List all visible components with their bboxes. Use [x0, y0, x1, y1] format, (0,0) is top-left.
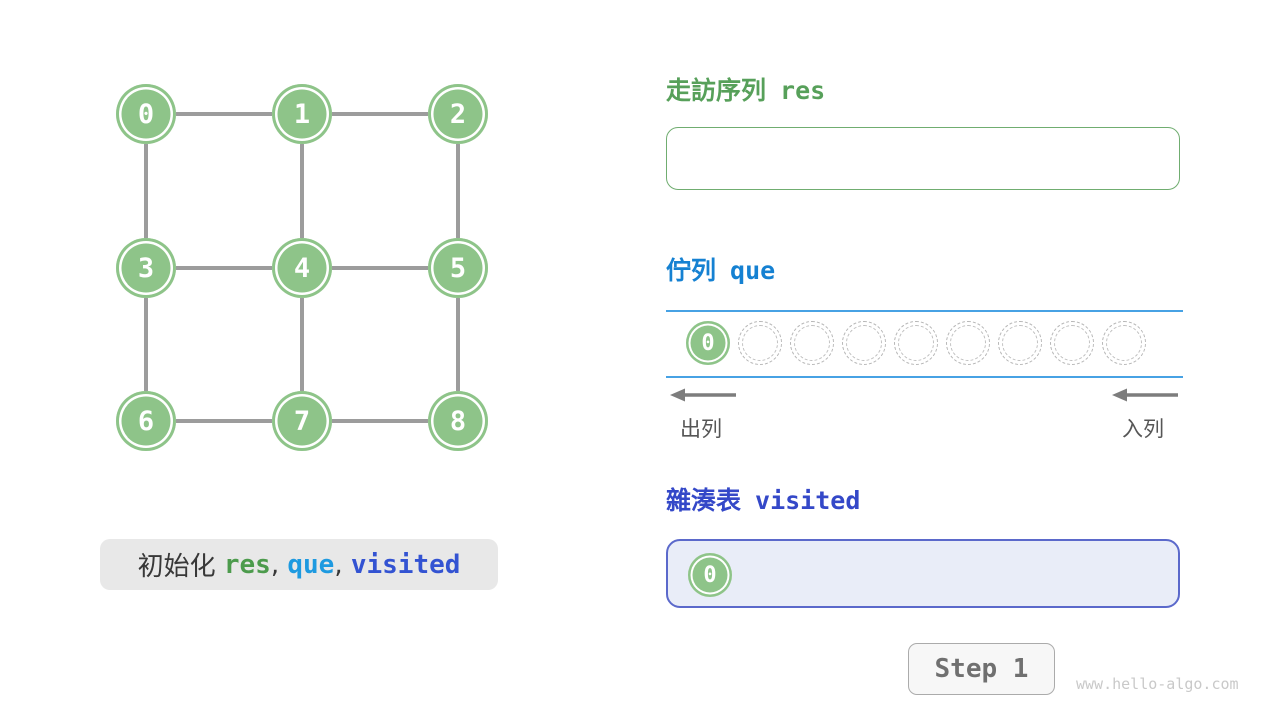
- graph-edge: [300, 268, 304, 421]
- graph-edge: [302, 112, 458, 116]
- graph-edge: [456, 268, 460, 421]
- graph-edge: [302, 266, 458, 270]
- caption-comma: ,: [270, 549, 288, 580]
- caption-comma: ,: [334, 549, 351, 580]
- graph-node-8: 8: [428, 391, 488, 451]
- graph-node-0: 0: [116, 84, 176, 144]
- queue-empty-slot: [998, 321, 1042, 365]
- graph-edge: [146, 266, 302, 270]
- graph-edge: [144, 114, 148, 268]
- queue-slots: 0: [686, 321, 1146, 365]
- caption-var-que: que: [287, 549, 335, 580]
- graph-edge: [456, 114, 460, 268]
- res-header-code: res: [780, 76, 826, 105]
- step-caption: 初始化 res, que, visited: [100, 539, 498, 590]
- visited-header-zh: 雜湊表: [666, 486, 742, 515]
- graph-node-5: 5: [428, 238, 488, 298]
- queue-empty-slot: [894, 321, 938, 365]
- visited-header-code: visited: [755, 486, 861, 515]
- queue-empty-slot: [790, 321, 834, 365]
- graph-node-7: 7: [272, 391, 332, 451]
- res-list-box: [666, 127, 1180, 190]
- queue-item: 0: [686, 321, 730, 365]
- queue-empty-slot: [842, 321, 886, 365]
- dequeue-arrow-icon: [670, 388, 736, 402]
- graph-node-3: 3: [116, 238, 176, 298]
- graph-edge: [302, 419, 458, 423]
- visited-item: 0: [688, 553, 732, 597]
- queue-empty-slot: [1050, 321, 1094, 365]
- queue-empty-slot: [1102, 321, 1146, 365]
- graph-edge: [146, 112, 302, 116]
- caption-var-res: res: [223, 549, 271, 580]
- queue-bottom-rail: [666, 376, 1183, 378]
- queue-header-code: que: [730, 256, 776, 285]
- visited-set-box: 0: [666, 539, 1180, 608]
- caption-var-visited: visited: [350, 549, 461, 580]
- queue-empty-slot: [946, 321, 990, 365]
- watermark: www.hello-algo.com: [1076, 675, 1239, 693]
- graph-edge: [144, 268, 148, 421]
- queue-top-rail: [666, 310, 1183, 312]
- queue-empty-slot: [738, 321, 782, 365]
- res-section-header: 走訪序列 res: [666, 71, 825, 107]
- graph-node-1: 1: [272, 84, 332, 144]
- graph-node-6: 6: [116, 391, 176, 451]
- graph-node-4: 4: [272, 238, 332, 298]
- enqueue-label: 入列: [1122, 417, 1164, 441]
- res-header-zh: 走訪序列: [666, 76, 767, 105]
- queue-section-header: 佇列 que: [666, 251, 775, 287]
- graph-edge: [146, 419, 302, 423]
- caption-prefix: 初始化: [137, 552, 224, 582]
- dequeue-label: 出列: [680, 417, 722, 441]
- graph-node-2: 2: [428, 84, 488, 144]
- step-button[interactable]: Step 1: [908, 643, 1055, 695]
- visited-section-header: 雜湊表 visited: [666, 481, 860, 517]
- enqueue-arrow-icon: [1112, 388, 1178, 402]
- queue-header-zh: 佇列: [666, 256, 717, 285]
- graph-edge: [300, 114, 304, 268]
